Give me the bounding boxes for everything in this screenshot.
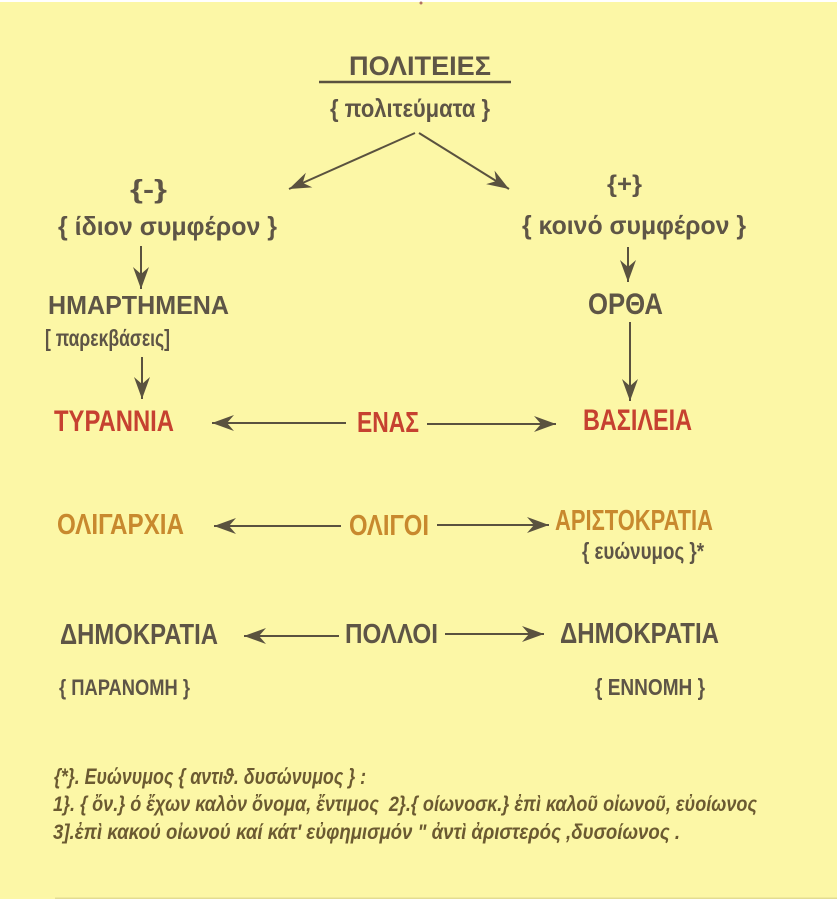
svg-text:{ πολιτεύματα }: { πολιτεύματα } (330, 95, 490, 123)
svg-text:{+}: {+} (607, 171, 642, 198)
svg-text:ΟΛΙΓΟΙ: ΟΛΙΓΟΙ (349, 510, 429, 542)
svg-text:ΤΥΡΑΝΝΙΑ: ΤΥΡΑΝΝΙΑ (54, 405, 174, 438)
svg-text:[ παρεκβάσεις]: [ παρεκβάσεις] (45, 325, 170, 351)
svg-text:ΑΡΙΣΤΟΚΡΑΤΙΑ: ΑΡΙΣΤΟΚΡΑΤΙΑ (555, 505, 713, 537)
svg-text:ΔΗΜΟΚΡΑΤΙΑ: ΔΗΜΟΚΡΑΤΙΑ (60, 619, 218, 651)
svg-text:ΒΑΣΙΛΕΙΑ: ΒΑΣΙΛΕΙΑ (583, 404, 692, 437)
svg-text:ΟΛΙΓΑΡΧΙΑ: ΟΛΙΓΑΡΧΙΑ (57, 509, 184, 541)
svg-text:ΗΜΑΡΤΗΜΕΝΑ: ΗΜΑΡΤΗΜΕΝΑ (48, 290, 229, 320)
svg-text:{ ίδιον συμφέρον }: { ίδιον συμφέρον } (58, 211, 277, 241)
svg-text:{ ΕΝΝΟΜΗ }: { ΕΝΝΟΜΗ } (595, 674, 705, 700)
svg-text:{ ευώνυμος }*: { ευώνυμος }* (582, 538, 704, 564)
svg-text:ΟΡΘΑ: ΟΡΘΑ (588, 288, 663, 321)
svg-text:{ ΠΑΡΑΝΟΜΗ }: { ΠΑΡΑΝΟΜΗ } (59, 675, 190, 700)
svg-text:ΕΝΑΣ: ΕΝΑΣ (357, 407, 419, 439)
svg-text:ΔΗΜΟΚΡΑΤΙΑ: ΔΗΜΟΚΡΑΤΙΑ (560, 618, 719, 650)
svg-text:3].ἐπὶ κακού οἰωνού καί κάτ' ε: 3].ἐπὶ κακού οἰωνού καί κάτ' εὐφημισμόν … (53, 821, 680, 844)
svg-text:{ κοινό συμφέρον }: { κοινό συμφέρον } (522, 210, 746, 240)
svg-text:{*}. Ευώνυμος { αντιϑ. δυσώνυμ: {*}. Ευώνυμος { αντιϑ. δυσώνυμος } : (54, 764, 366, 789)
svg-text:ΠΟΛΛΟΙ: ΠΟΛΛΟΙ (345, 618, 438, 649)
svg-text:ΠΟΛΙΤΕΙΕΣ: ΠΟΛΙΤΕΙΕΣ (349, 51, 491, 81)
svg-text:{-}: {-} (130, 174, 167, 204)
svg-text:1}. { ὄν.} ό ἔχων καλὸν ὄνομα,: 1}. { ὄν.} ό ἔχων καλὸν ὄνομα, ἔντιμος 2… (53, 793, 758, 816)
